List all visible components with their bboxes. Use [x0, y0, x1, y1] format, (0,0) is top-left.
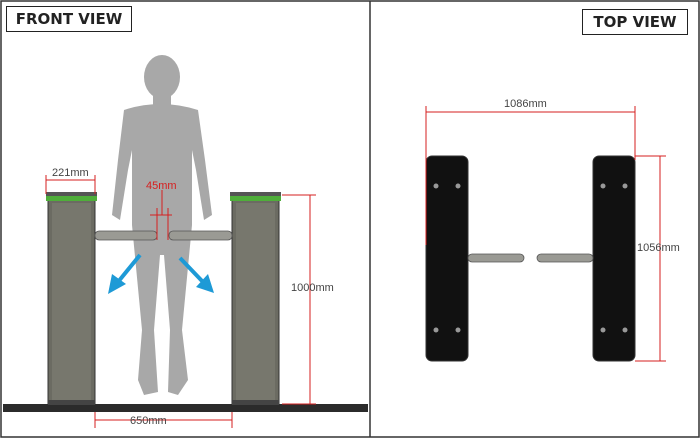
front-view [3, 55, 368, 428]
flow-arrows-icon [108, 253, 214, 294]
right-arm [168, 230, 233, 241]
top-view [425, 106, 666, 362]
dim-arm-gap-lines [150, 190, 172, 240]
dim-depth-label: 1056mm [637, 242, 680, 254]
dim-span-label: 1086mm [504, 98, 547, 110]
front-view-title: FRONT VIEW [6, 6, 132, 32]
left-post [46, 192, 97, 405]
person-silhouette-icon [112, 55, 212, 395]
right-pad [592, 155, 636, 362]
dim-height-label: 1000mm [291, 282, 334, 294]
dim-post-width-lines [45, 175, 96, 194]
floor-plate [3, 404, 368, 412]
dim-passage-label: 650mm [130, 415, 167, 427]
dim-arm-gap-label: 45mm [146, 180, 177, 192]
dim-span-lines [425, 106, 636, 245]
top-view-title: TOP VIEW [582, 9, 688, 35]
left-pad [425, 155, 469, 362]
right-post [230, 192, 281, 405]
top-right-arm [536, 253, 594, 263]
dim-depth-lines [635, 155, 666, 362]
dim-post-width-label: 221mm [52, 167, 89, 179]
dim-passage-lines [94, 412, 233, 428]
dim-height-lines [282, 194, 316, 405]
top-left-arm [467, 253, 525, 263]
left-arm [94, 230, 158, 241]
